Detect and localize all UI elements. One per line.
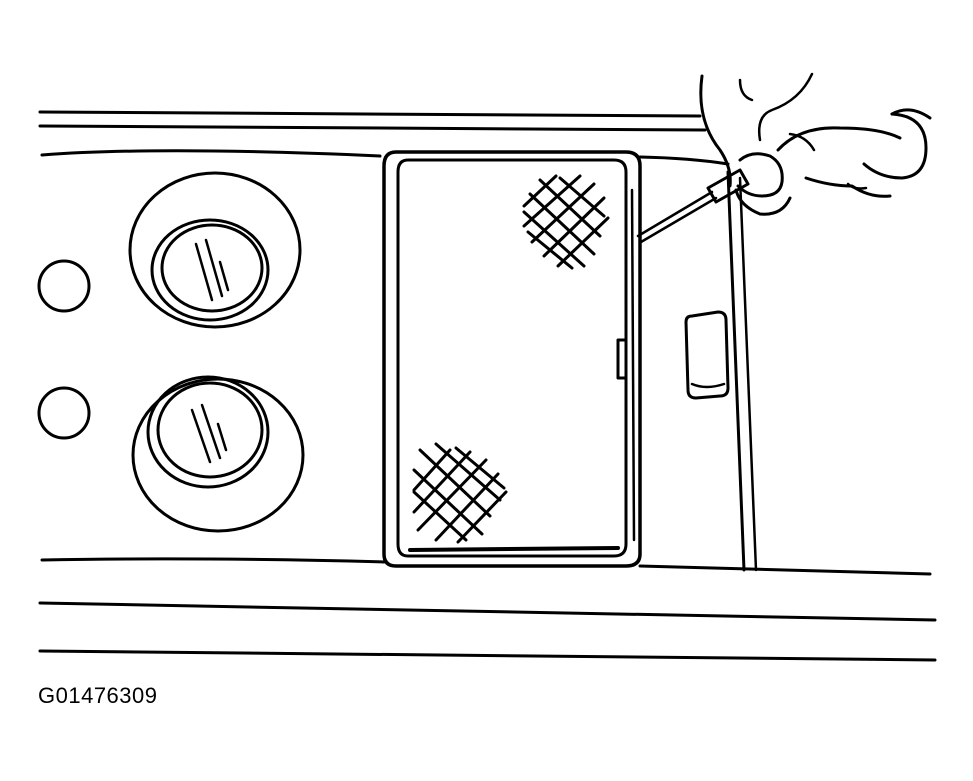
console-side-edge [726,170,758,572]
indicator-light-lower [37,386,91,440]
mirror-glare-lower [412,442,508,544]
mirror-glare-upper [522,174,610,270]
indicator-light-upper [37,259,91,313]
mirror-frame [382,150,642,568]
figure-code-label: G01476309 [38,683,158,708]
dome-lamp-upper [128,171,302,329]
latch-button [684,310,730,400]
technician-hand [699,72,932,216]
panel-edges [38,110,937,662]
dome-lamp-lower [131,375,305,533]
